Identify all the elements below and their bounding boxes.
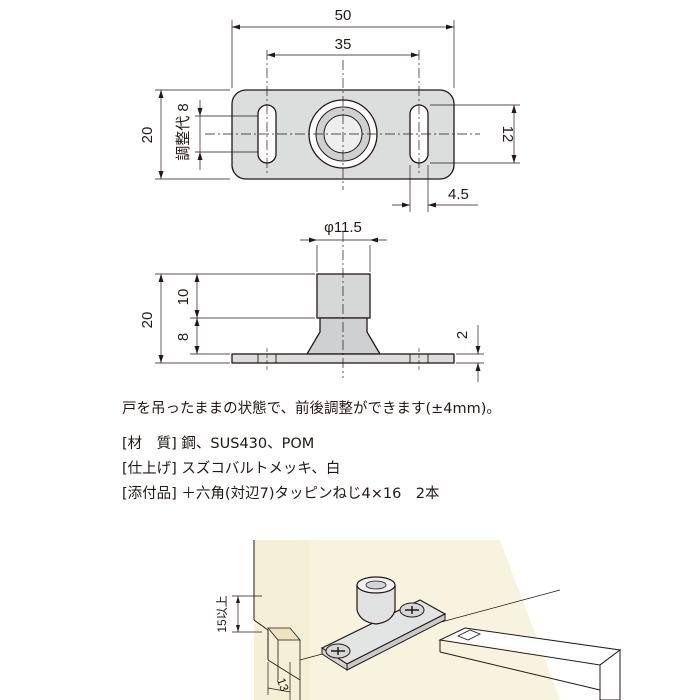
dim-hole-pitch: 35	[335, 36, 352, 53]
dim-pin-diameter: φ11.5	[324, 219, 362, 236]
dim-install-width: 13	[274, 676, 292, 694]
spec-finish: [仕上げ] スズコバルトメッキ、白	[122, 459, 340, 479]
dim-pin-height: 10	[175, 289, 192, 306]
dim-slot-length: 12	[499, 126, 516, 143]
top-view	[155, 20, 520, 212]
dim-height: 20	[139, 127, 156, 144]
spec-finish-label: [仕上げ]	[122, 461, 177, 477]
install-view	[232, 540, 622, 700]
note-adjustment: 戸を吊ったままの状態で、前後調整ができます(±4mm)。	[122, 399, 501, 419]
dim-total-height: 20	[139, 312, 156, 329]
dim-slot-width: 4.5	[448, 186, 469, 203]
pin-body	[316, 273, 371, 319]
side-view	[155, 232, 484, 382]
dim-adjust: 調整代 8	[175, 103, 192, 161]
dim-plate-thickness: 2	[454, 331, 471, 339]
dim-overall-width: 50	[335, 7, 352, 24]
spec-material: [材 質] 鋼、SUS430、POM	[122, 434, 314, 454]
note-line1: 戸を吊ったままの状態で、前後調整ができます(±4mm)。	[122, 401, 501, 417]
dim-base-height: 8	[175, 333, 192, 341]
spec-accessory: [添付品] ＋六角(対辺7)タッピンねじ4×16 2本	[122, 484, 440, 504]
spec-material-label: [材 質]	[122, 436, 177, 452]
spec-finish-value: スズコバルトメッキ、白	[176, 461, 341, 477]
dim-install-depth: 15以上	[215, 595, 229, 632]
pin-base	[305, 317, 382, 355]
spec-accessory-value: ＋六角(対辺7)タッピンねじ4×16 2本	[176, 486, 440, 502]
install-pin	[356, 584, 396, 625]
spec-material-value: 鋼、SUS430、POM	[176, 436, 315, 452]
spec-accessory-label: [添付品]	[122, 486, 177, 502]
